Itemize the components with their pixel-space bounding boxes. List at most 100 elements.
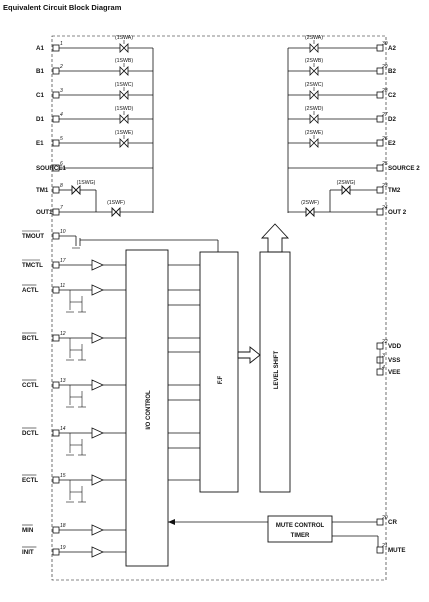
pin-tmout-number: 10 xyxy=(60,229,66,235)
pin-tmout-pad xyxy=(52,232,60,240)
pin-source1-pad xyxy=(52,164,60,172)
left-switch-section: (1SWA)(1SWB)(1SWC)(1SWD)(1SWE) xyxy=(58,35,154,218)
pin-tm1-pad xyxy=(52,186,60,194)
pin-tm2-number: 23 xyxy=(381,183,388,189)
switch-2-icon xyxy=(119,66,129,76)
level-shift-output-arrow xyxy=(260,223,290,253)
pin-bctl-pad xyxy=(52,334,60,342)
pin-a1-number: 1 xyxy=(60,41,63,47)
pin-d1-label: D1 xyxy=(36,116,44,123)
switch-label-2swe: (2SWE) xyxy=(305,130,323,136)
pin-source1-number: 6 xyxy=(60,161,63,167)
pin-vee-label: VEE xyxy=(388,369,400,376)
pin-tm1-label: TM1 xyxy=(36,187,49,194)
buffer-bctl-icon xyxy=(91,332,104,344)
pin-tmctl-number: 17 xyxy=(60,258,66,264)
switch-label-1swf: (1SWF) xyxy=(107,200,125,206)
left-pin-labels: A11B12C13D14E15SOURCE16TM18OUT17(1SWG)(1… xyxy=(36,41,125,216)
switch-1-icon xyxy=(119,43,129,53)
pin-d2-pad xyxy=(376,115,384,123)
pin-source1-label: SOURCE1 xyxy=(36,165,66,172)
pin-e2-label: E2 xyxy=(388,140,396,147)
level-shift-block xyxy=(259,251,291,493)
pin-a2-pad xyxy=(376,44,384,52)
pin-vdd-number: 22 xyxy=(381,339,388,345)
ff-label: F.F xyxy=(218,376,224,385)
pin-out1-number: 7 xyxy=(60,205,63,211)
pin-b1-pad xyxy=(52,67,60,75)
pin-b2-label: B2 xyxy=(388,68,396,75)
buffer-actl-icon xyxy=(91,284,104,296)
io-control-block xyxy=(125,249,169,567)
pin-vss-label: VSS xyxy=(388,357,400,364)
pin-c1-pad xyxy=(52,91,60,99)
pin-a1-pad xyxy=(52,44,60,52)
pin-cr-label: CR xyxy=(388,519,397,526)
pin-d1-pad xyxy=(52,115,60,123)
pin-cr-number: 20 xyxy=(381,515,388,521)
control-ff-bus xyxy=(168,264,200,481)
switch-3-icon xyxy=(119,90,129,100)
pin-dctl-label: DCTL xyxy=(22,430,39,437)
pin-c2-label: C2 xyxy=(388,92,396,99)
pin-cr-pad xyxy=(376,518,384,526)
switch-label-1swg: (1SWG) xyxy=(77,180,96,186)
pin-out1-pad xyxy=(52,208,60,216)
pin-actl-label: ACTL xyxy=(22,287,39,294)
pin-vee-number: 4 xyxy=(382,365,385,371)
pin-cctl-number: 13 xyxy=(60,378,66,384)
right-switch-section: (2SWA)(2SWB)(2SWC)(2SWD)(2SWE) xyxy=(287,35,378,218)
level-shift-label: LEVEL SHIFT xyxy=(274,351,280,390)
pin-c1-number: 3 xyxy=(60,88,63,94)
buffer-cctl-icon xyxy=(91,379,104,391)
ff-to-levelshift-arrow xyxy=(237,346,261,364)
pin-source2-label: SOURCE 2 xyxy=(388,165,420,172)
pin-out2-number: 24 xyxy=(381,205,388,211)
pin-init-label: INIT xyxy=(22,549,34,556)
switch-label-2swc: (2SWC) xyxy=(305,82,324,88)
mute-timer-label-1: MUTE CONTROL xyxy=(276,523,325,529)
pin-tmout-label: TMOUT xyxy=(22,233,44,240)
pin-out2-label: OUT 2 xyxy=(388,209,407,216)
switch-2e-icon xyxy=(309,138,319,148)
tmout-driver xyxy=(58,235,219,252)
pin-source2-pad xyxy=(376,164,384,172)
pin-e2-number: 26 xyxy=(381,136,388,142)
switch-label-2swg: (2SWG) xyxy=(337,180,356,186)
pin-init-pad xyxy=(52,548,60,556)
pin-tm2-label: TM2 xyxy=(388,187,401,194)
pin-tm1-number: 8 xyxy=(60,183,63,189)
pin-c2-pad xyxy=(376,91,384,99)
ff-block xyxy=(199,251,239,493)
buffer-min-icon xyxy=(91,524,104,536)
buffer-dctl-icon xyxy=(91,427,104,439)
io-control-label: I/O CONTROL xyxy=(146,390,152,430)
pin-actl-number: 11 xyxy=(60,283,65,289)
switch-label-1swa: (1SWA) xyxy=(115,35,133,41)
pin-dctl-number: 14 xyxy=(60,426,66,432)
pin-b1-label: B1 xyxy=(36,68,44,75)
pin-mute-number: 21 xyxy=(381,543,388,549)
buffer-init-icon xyxy=(91,546,104,558)
pin-bctl-number: 12 xyxy=(60,331,66,337)
pin-min-number: 18 xyxy=(60,523,66,529)
pin-vdd-label: VDD xyxy=(388,343,402,350)
pin-ectl-pad xyxy=(52,476,60,484)
mute-arrow xyxy=(168,519,175,525)
pin-init-number: 19 xyxy=(60,545,66,551)
pin-tmctl-pad xyxy=(52,261,60,269)
pin-d2-label: D2 xyxy=(388,116,396,123)
buffer-tmctl-icon xyxy=(91,259,104,271)
buffer-ectl-icon xyxy=(91,474,104,486)
pin-c1-label: C1 xyxy=(36,92,44,99)
pin-mute-label: MUTE xyxy=(388,547,406,554)
pin-source2-number: 25 xyxy=(381,161,388,167)
pin-vss-number: 3 xyxy=(382,353,385,359)
pin-b1-number: 2 xyxy=(59,64,63,70)
pin-a1-label: A1 xyxy=(36,45,44,52)
pin-cctl-label: CCTL xyxy=(22,382,39,389)
